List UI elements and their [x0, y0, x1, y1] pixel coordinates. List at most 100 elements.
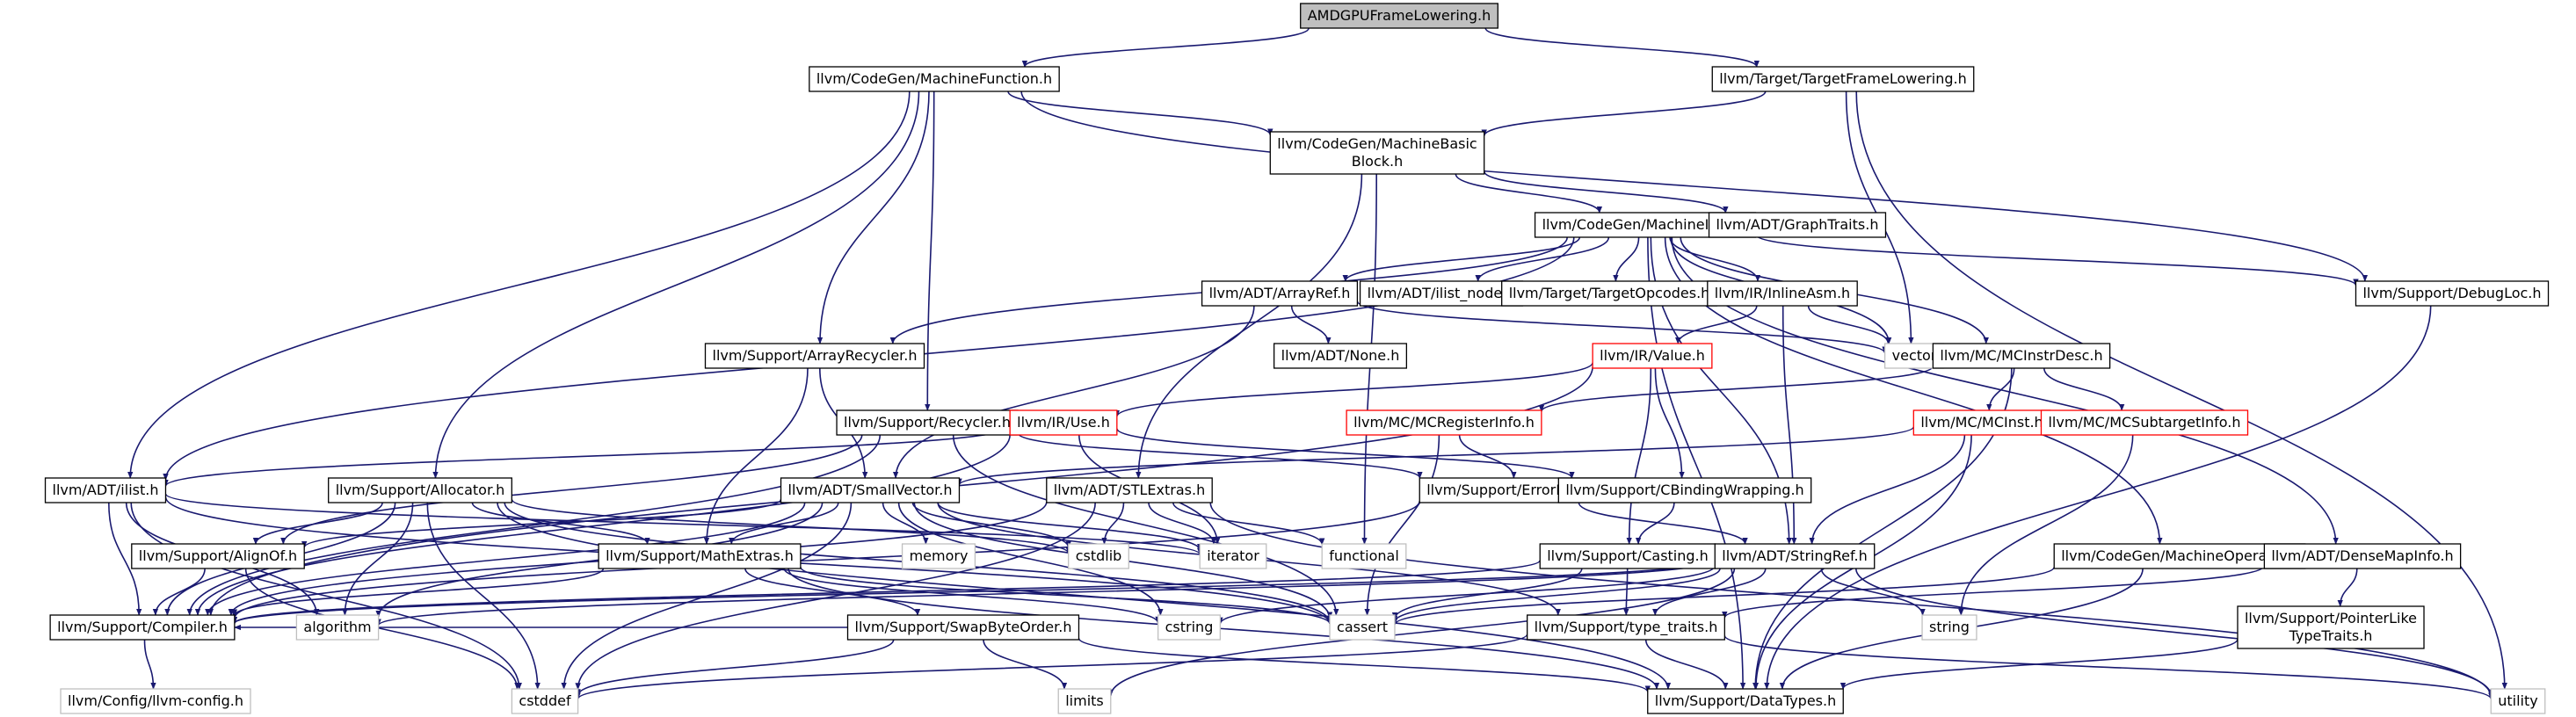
- edge-sr-to-utility: [1855, 568, 2494, 697]
- node-label: utility: [2498, 692, 2538, 709]
- node-box: [836, 409, 1019, 436]
- node-me[interactable]: llvm/Support/MathExtras.h: [598, 543, 802, 569]
- node-cbw[interactable]: llvm/Support/CBindingWrapping.h: [1557, 477, 1812, 503]
- node-label: llvm/Config/llvm-config.h: [68, 692, 243, 709]
- node-stl[interactable]: llvm/ADT/STLExtras.h: [1046, 477, 1213, 503]
- edge-sv-to-cstring: [897, 502, 1164, 616]
- node-arc[interactable]: llvm/Support/ArrayRecycler.h: [704, 343, 925, 369]
- node-box: [704, 343, 925, 369]
- node-box: [846, 614, 1080, 641]
- node-box: [1527, 614, 1725, 641]
- edge-rec-to-compiler: [186, 434, 882, 616]
- node-root[interactable]: AMDGPUFrameLowering.h: [1300, 3, 1498, 29]
- edge-sr-to-cstring: [1217, 565, 1716, 625]
- node-label: llvm/Support/DataTypes.h: [1655, 692, 1837, 709]
- node-box: [1068, 543, 1129, 569]
- edge-sr-to-string: [1820, 568, 1926, 616]
- node-label: llvm/Support/Casting.h: [1547, 547, 1709, 564]
- edge-val-to-casting: [1626, 367, 1652, 545]
- node-label: llvm/Support/PointerLike: [2245, 610, 2417, 626]
- edge-mbb-to-gt: [1483, 170, 1729, 214]
- node-alloc[interactable]: llvm/Support/Allocator.h: [328, 477, 512, 503]
- node-box: [511, 688, 579, 714]
- edge-sr-to-compiler: [232, 559, 1716, 625]
- node-vec: vector: [1883, 343, 1945, 369]
- edge-mo-to-cassert: [1391, 566, 2055, 626]
- edge-dmi-to-tt: [1722, 565, 2266, 619]
- node-label: llvm/ADT/ilist.h: [53, 482, 159, 498]
- node-sr[interactable]: llvm/ADT/StringRef.h: [1714, 543, 1876, 569]
- node-box: [1300, 3, 1498, 29]
- node-cstdlib: cstdlib: [1068, 543, 1129, 569]
- edge-sr-to-tt: [1652, 568, 1767, 616]
- edge-tt-to-cstddef: [575, 634, 1528, 700]
- node-ia[interactable]: llvm/IR/InlineAsm.h: [1707, 280, 1858, 307]
- node-mf[interactable]: llvm/CodeGen/MachineFunction.h: [809, 66, 1060, 92]
- edge-mbb-to-stl: [1136, 173, 1363, 479]
- node-box: [1707, 280, 1858, 307]
- node-mcsti[interactable]: llvm/MC/MCSubtargetInfo.h: [2040, 409, 2249, 436]
- node-use[interactable]: llvm/IR/Use.h: [1009, 409, 1118, 436]
- node-rec[interactable]: llvm/Support/Recycler.h: [836, 409, 1019, 436]
- node-functional: functional: [1321, 543, 1407, 569]
- node-label: llvm/Support/CBindingWrapping.h: [1565, 482, 1803, 498]
- node-label: llvm/Target/TargetFrameLowering.h: [1719, 70, 1966, 87]
- node-box: [1647, 688, 1844, 714]
- edge-rec-to-cassert: [952, 434, 1339, 616]
- edge-mf-to-arc: [816, 91, 930, 344]
- nodes-layer: AMDGPUFrameLowering.h llvm/CodeGen/Machin…: [44, 3, 2550, 714]
- node-dl[interactable]: llvm/Support/DebugLoc.h: [2355, 280, 2550, 307]
- node-compiler[interactable]: llvm/Support/Compiler.h: [49, 614, 236, 641]
- node-gt[interactable]: llvm/ADT/GraphTraits.h: [1708, 212, 1887, 238]
- edge-casting-to-compiler: [232, 560, 1541, 624]
- node-top[interactable]: llvm/Target/TargetOpcodes.h: [1501, 280, 1717, 307]
- edge-stl-to-cstdlib: [1101, 502, 1125, 545]
- node-dmi[interactable]: llvm/ADT/DenseMapInfo.h: [2263, 543, 2462, 569]
- edge-use-to-ilist: [163, 425, 1011, 487]
- node-label: llvm/ADT/None.h: [1281, 347, 1400, 364]
- node-box: [295, 614, 380, 641]
- node-label: llvm/ADT/SmallVector.h: [788, 482, 953, 498]
- node-box: [131, 543, 305, 569]
- node-mcid[interactable]: llvm/MC/MCInstrDesc.h: [1932, 343, 2111, 369]
- node-label: llvm/Support/Allocator.h: [336, 482, 505, 498]
- node-string: string: [1921, 614, 1977, 641]
- node-cassert: cassert: [1329, 614, 1396, 641]
- edge-me-to-cassert: [800, 566, 1333, 625]
- node-tt[interactable]: llvm/Support/type_traits.h: [1527, 614, 1725, 641]
- edge-sv-to-alignof: [301, 498, 782, 548]
- edge-mi-to-dl: [1754, 233, 2359, 286]
- edge-rec-to-eh: [1017, 431, 1423, 479]
- node-box: [49, 614, 236, 641]
- edge-alloc-to-algorithm: [342, 502, 414, 616]
- node-none[interactable]: llvm/ADT/None.h: [1273, 343, 1408, 369]
- edge-sv-to-iterator: [937, 502, 1203, 551]
- node-label: llvm/MC/MCRegisterInfo.h: [1353, 414, 1535, 431]
- node-mcinst[interactable]: llvm/MC/MCInst.h: [1912, 409, 2051, 436]
- node-label: llvm/CodeGen/MachineBasic: [1277, 135, 1477, 152]
- node-tfl[interactable]: llvm/Target/TargetFrameLowering.h: [1711, 66, 1975, 92]
- node-dt[interactable]: llvm/Support/DataTypes.h: [1647, 688, 1844, 714]
- node-sv[interactable]: llvm/ADT/SmallVector.h: [780, 477, 961, 503]
- node-mcri[interactable]: llvm/MC/MCRegisterInfo.h: [1346, 409, 1542, 436]
- node-label: llvm/Support/type_traits.h: [1535, 619, 1718, 636]
- edge-ia-to-val: [1675, 305, 1758, 344]
- node-sbo[interactable]: llvm/Support/SwapByteOrder.h: [846, 614, 1080, 641]
- node-label: cstring: [1165, 619, 1214, 635]
- node-label: llvm/Support/SwapByteOrder.h: [855, 619, 1072, 635]
- edge-mi-to-ar: [1342, 236, 1581, 282]
- node-mo[interactable]: llvm/CodeGen/MachineOperand.h: [2053, 543, 2306, 569]
- node-ar[interactable]: llvm/ADT/ArrayRef.h: [1201, 280, 1359, 307]
- node-iln[interactable]: llvm/ADT/ilist_node.h: [1359, 280, 1524, 307]
- node-iterator: iterator: [1199, 543, 1267, 569]
- node-box: [1557, 477, 1812, 503]
- node-alignof[interactable]: llvm/Support/AlignOf.h: [131, 543, 305, 569]
- node-casting[interactable]: llvm/Support/Casting.h: [1539, 543, 1716, 569]
- node-ilist[interactable]: llvm/ADT/ilist.h: [44, 477, 167, 503]
- node-label: llvm/Support/MathExtras.h: [606, 547, 794, 564]
- edge-ia-to-sr: [1781, 305, 1797, 545]
- edge-mbb-to-mi: [1455, 173, 1603, 214]
- node-val[interactable]: llvm/IR/Value.h: [1592, 343, 1713, 369]
